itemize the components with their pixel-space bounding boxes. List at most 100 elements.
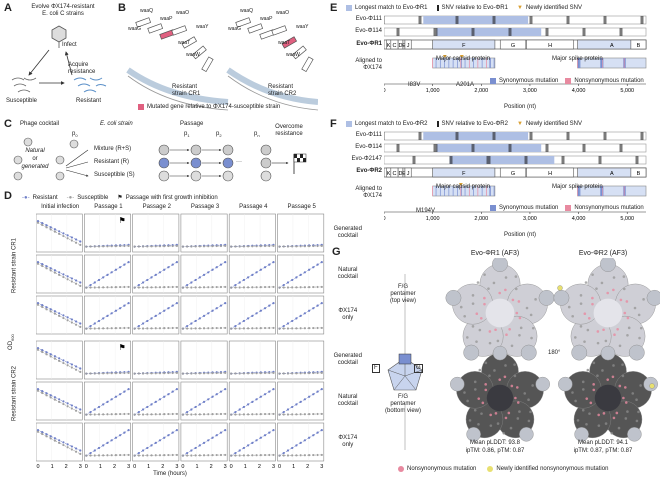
non-swatch-e <box>565 78 572 84</box>
gene-G: G <box>511 43 515 49</box>
panel-c-label: C <box>4 118 12 130</box>
gene-B: B <box>637 171 641 177</box>
susceptible-label: Susceptible <box>6 98 38 104</box>
col-header-5: Passage 5 <box>287 204 316 210</box>
gene-E: E <box>402 43 406 49</box>
r1-plddt: Mean pLDDT: 93.8 <box>469 440 521 446</box>
legend-new-snv-f: Newly identified SNV <box>525 121 582 127</box>
row-label-4: Natural cocktail <box>337 394 358 407</box>
pentamer-structure <box>450 345 550 442</box>
panel-e-mut-legend: Synonymous mutation Nonsynonymous mutati… <box>490 78 644 84</box>
resistant-legend-marker: -●- <box>22 194 30 201</box>
nonsyn-legend-text: Nonsynonymous mutation <box>407 466 477 472</box>
gene-waaP-2: waaP <box>260 16 273 22</box>
x-label-e: Position (nt) <box>503 104 536 110</box>
gene-waaT-1: waaT <box>178 40 191 46</box>
x-tick: 1 <box>51 464 54 470</box>
pentamer-schematic <box>387 274 423 450</box>
gene-waaW-2: waaW <box>286 52 300 58</box>
resistant-bacteria-icon <box>73 77 107 93</box>
panel-g-legend: Nonsynonymous mutation Newly identified … <box>398 466 608 472</box>
col-header-2: Passage 2 <box>142 204 171 210</box>
pos-tick: 5,000 <box>620 88 634 94</box>
flag-legend-text: Passage with first growth inhibition <box>125 194 218 201</box>
aligned-label-f: Aligned to ΦX174 <box>355 186 382 199</box>
row-evor1-label: Evo-ΦR1 <box>356 41 382 47</box>
pos-tick: 1,000 <box>426 216 440 222</box>
phage-icon <box>51 25 67 48</box>
passage-dots: ··· <box>236 159 242 165</box>
row-label-5: ΦX174 only <box>338 435 358 448</box>
x-tick: 0 <box>230 464 233 470</box>
x-tick: 2 <box>258 464 261 470</box>
x-label-f: Position (nt) <box>503 232 536 238</box>
susceptible-bacteria-icon <box>11 77 37 93</box>
pos-tick: 4,000 <box>572 216 586 222</box>
row-evor2-label: Evo-ΦR2 <box>356 168 382 174</box>
panel-g-label: G <box>332 246 341 258</box>
gene-A: A <box>610 43 614 49</box>
panel-b-label: B <box>118 2 126 14</box>
gene-waaY-2: waaY <box>296 24 309 30</box>
passage-label: Passage <box>180 121 204 127</box>
gene-J: J <box>407 171 410 177</box>
gene-waaP-1: waaP <box>160 16 173 22</box>
pos-tick: 0 <box>384 88 386 94</box>
mutated-gene-swatch <box>138 104 144 110</box>
x-tick: 3 <box>175 464 178 470</box>
x-tick: 0 <box>278 464 281 470</box>
r2-iptm: ipTM: 0.87, pTM: 0.87 <box>573 448 633 454</box>
pos-tick: 1,000 <box>426 88 440 94</box>
gene-waaG-2: waaG <box>228 26 242 32</box>
new-nonsyn-legend-swatch <box>487 466 494 472</box>
r2-plddt: Mean pLDDT: 94.1 <box>577 440 629 446</box>
row-label-3: Generated cocktail <box>333 353 362 366</box>
gene-C: C <box>392 43 396 49</box>
p2-label: p2 <box>216 131 222 139</box>
x-label-time: Time (hours) <box>153 471 187 477</box>
x-tick: 2 <box>161 464 164 470</box>
x-tick: 2 <box>306 464 309 470</box>
x-tick: 3 <box>224 464 227 470</box>
phage-cocktail-label: Phage cocktail <box>20 121 60 127</box>
row-evo114-label: Evo-Φ114 <box>355 28 382 34</box>
pentamer-icon <box>387 353 423 391</box>
susceptible-legend-text: Susceptible <box>77 194 109 201</box>
col-header-4: Passage 4 <box>239 204 268 210</box>
panel-e-legend: Longest match to Evo-ΦR1 SNV relative to… <box>346 5 582 11</box>
r1-iptm: ipTM: 0.86, pTM: 0.87 <box>465 448 525 454</box>
gene-D: D <box>399 43 403 49</box>
spike-label-f: Major spike protein <box>552 184 603 190</box>
row-label-0: Generated cocktail <box>333 226 362 239</box>
syn-text-e: Synonymous mutation <box>499 78 559 84</box>
pentamer-structure <box>445 258 555 361</box>
snv-swatch <box>436 5 439 11</box>
y-label-od: OD600 <box>7 334 15 350</box>
gene-H: H <box>548 43 552 49</box>
gene-E: E <box>402 171 406 177</box>
pos-tick: 3,000 <box>523 216 537 222</box>
resistant-label: Resistant <box>76 98 102 104</box>
syn-text-f: Synonymous mutation <box>499 205 559 211</box>
panel-f-legend: Longest match to Evo-ΦR2 SNV relative to… <box>346 121 582 127</box>
non-text-f: Nonsynonymous mutation <box>574 205 644 211</box>
x-tick: 3 <box>79 464 82 470</box>
col-header-1: Passage 1 <box>94 204 123 210</box>
x-tick: 1 <box>99 464 102 470</box>
top-view-label: F/G pentamer (top view) <box>389 284 416 304</box>
y-label-cr2: Resistant strain CR2 <box>11 365 18 422</box>
panel-f-mut-legend: Synonymous mutation Nonsynonymous mutati… <box>490 205 644 211</box>
x-tick: 3 <box>320 464 323 470</box>
evo-r2-af3-title: Evo-ΦR2 (AF3) <box>578 250 628 257</box>
x-tick: 0 <box>85 464 88 470</box>
row-label-2: ΦX174 only <box>338 308 358 321</box>
legend-longest-match: Longest match to Evo-ΦR1 <box>355 5 428 11</box>
x-tick: 2 <box>65 464 68 470</box>
snv-swatch-f <box>436 121 439 127</box>
ecoli-strain-label: E. coli strain <box>100 121 133 127</box>
gene-B: B <box>637 43 641 49</box>
panel-d-label: D <box>4 190 12 202</box>
panel-f-label: F <box>330 118 337 130</box>
